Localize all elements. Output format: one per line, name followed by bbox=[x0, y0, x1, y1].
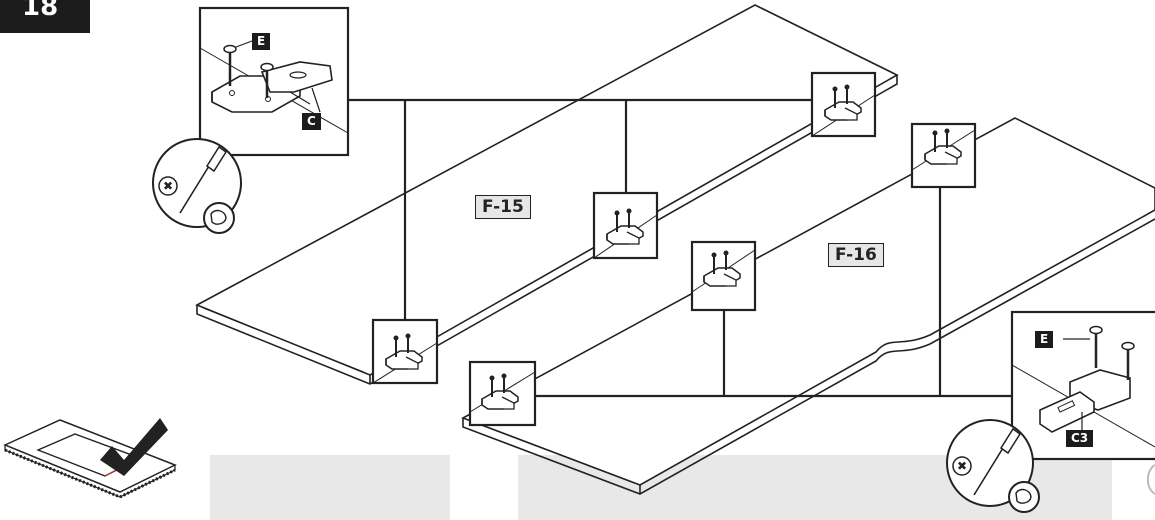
hinge-callout-right-bottom bbox=[468, 360, 537, 427]
screw-label-top: E bbox=[252, 33, 271, 50]
shade-block-left bbox=[210, 455, 450, 520]
partial-circle-edge bbox=[1146, 464, 1155, 495]
panel-f16 bbox=[461, 117, 1155, 495]
screw-label-bottom: E bbox=[1035, 331, 1054, 348]
hinge-detail-top-left bbox=[198, 6, 350, 157]
hinge-callout-bottom-left bbox=[371, 318, 439, 385]
hinge-label-top: C bbox=[302, 113, 321, 130]
svg-text:✖: ✖ bbox=[957, 459, 967, 473]
panel-label-f16: F-16 bbox=[828, 243, 884, 267]
panel-label-f15: F-15 bbox=[475, 195, 531, 219]
protective-mat-checkmark-icon bbox=[3, 418, 177, 499]
screwdriver-icon: ✖ bbox=[152, 138, 242, 234]
step-number-badge: 18 bbox=[0, 0, 90, 33]
svg-text:✖: ✖ bbox=[163, 179, 173, 193]
hinge-detail-bottom-right bbox=[1010, 310, 1155, 461]
hinge-callout-right-top bbox=[910, 122, 977, 189]
hinge-label-bottom: C3 bbox=[1066, 430, 1094, 447]
hinge-callout-center bbox=[592, 191, 659, 260]
hinge-callout-right-middle bbox=[690, 240, 757, 312]
leader-lines bbox=[348, 98, 1012, 398]
hinge-callout-top-right bbox=[810, 71, 877, 138]
panel-f15 bbox=[195, 4, 899, 385]
screwdriver-icon-secondary: ✖ bbox=[946, 419, 1040, 513]
